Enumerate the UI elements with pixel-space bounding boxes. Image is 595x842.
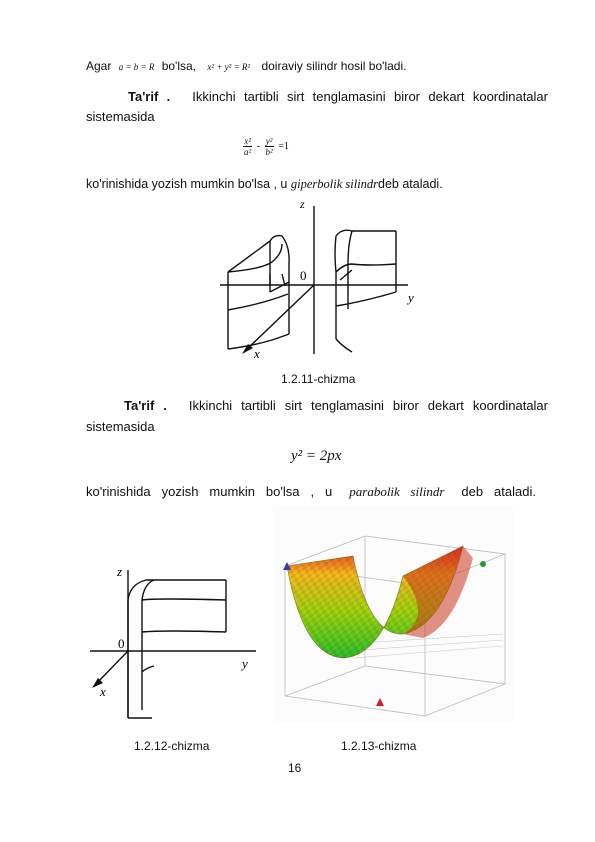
- x-numerator: x²: [243, 136, 253, 147]
- x-axis-arrow: [92, 678, 103, 688]
- definition-1-text: Ikkinchi tartibli sirt tenglamasini biro…: [192, 89, 548, 104]
- definition-1-line2: sistemasida: [86, 109, 155, 124]
- intro-prefix: Agar: [86, 59, 112, 73]
- parabolic-equation: y² = 2px: [291, 448, 342, 464]
- x-axis-label: x: [99, 684, 106, 699]
- left-branch-front-edge: [269, 234, 290, 334]
- hyperbolic-cylinder-figure: z y x 0: [220, 197, 414, 361]
- page-number: 16: [288, 761, 302, 775]
- parabolic-surface-render: [273, 506, 513, 722]
- x-axis-label: x: [253, 346, 260, 361]
- x-axis: [245, 284, 315, 351]
- x-denominator: a²: [244, 147, 252, 157]
- z-axis-marker: [283, 562, 291, 570]
- figure-2-caption: 1.2.12-chizma: [134, 739, 210, 753]
- parabolic-term: parabolik silindr: [349, 484, 445, 499]
- parabolic-cylinder-figure: z y x 0: [90, 564, 256, 719]
- intro-mid: bo'lsa,: [161, 59, 197, 73]
- intro-line: Agar a = b = R bo'lsa, x² + y² = R² doir…: [86, 58, 406, 75]
- definition-2-line2: sistemasida: [86, 419, 155, 434]
- figure-1-caption: 1.2.11-chizma: [281, 372, 356, 386]
- hyperbolic-term: giperbolik silindr: [290, 177, 379, 191]
- y-axis-label: y: [240, 656, 248, 671]
- minus-sign: -: [256, 140, 261, 152]
- definition-1-head: Ta'rif .: [128, 89, 171, 104]
- intro-suffix: doiraviy silindr hosil bo'ladi.: [261, 59, 407, 73]
- equation-rhs: =1: [278, 140, 289, 152]
- y-axis-marker: [480, 561, 486, 567]
- x-axis-marker: [376, 698, 384, 706]
- definition-1-line1: Ta'rif . Ikkinchi tartibli sirt tenglamas…: [86, 89, 548, 105]
- definition-2-head: Ta'rif .: [124, 398, 167, 413]
- x-axis-arrow: [242, 344, 253, 354]
- z-axis-label: z: [116, 564, 122, 579]
- y-axis-label: y: [406, 290, 414, 305]
- hyperbolic-definition-line: ko'rinishida yozish mumkin bo'lsa , u gi…: [86, 177, 443, 191]
- origin-label: 0: [118, 636, 125, 651]
- z-axis-label: z: [299, 197, 305, 211]
- y-denominator: b²: [265, 147, 273, 157]
- parabolic-definition-line: ko'rinishida yozish mumkin bo'lsa , u pa…: [86, 484, 536, 499]
- parabolic-top-edge: [127, 579, 226, 601]
- y-numerator: y²: [264, 136, 274, 147]
- definition-2-text: Ikkinchi tartibli sirt tenglamasini biro…: [188, 398, 548, 413]
- figure-3-caption: 1.2.13-chizma: [341, 739, 417, 753]
- condition-formula: a = b = R: [118, 62, 155, 72]
- definition-2-line1: Ta'rif . Ikkinchi tartibli sirt tenglamas…: [86, 398, 548, 414]
- origin-label: 0: [300, 268, 307, 283]
- circle-equation: x² + y² = R²: [207, 62, 251, 72]
